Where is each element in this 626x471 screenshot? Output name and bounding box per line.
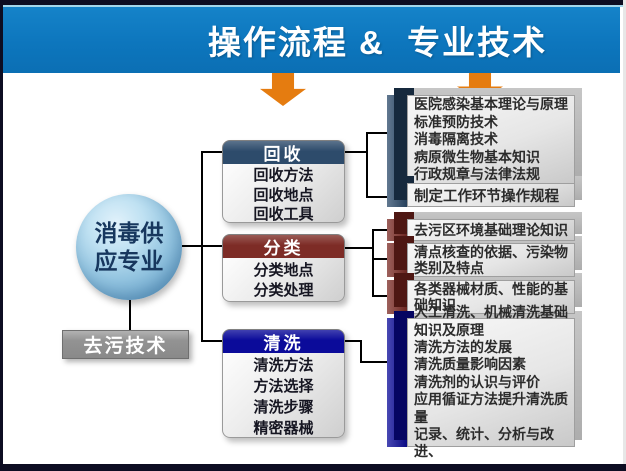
slide-title: 操作流程 & 专业技术	[207, 24, 548, 61]
knowledge-box-text: 去污区环境基础理论知识	[407, 219, 575, 241]
decontamination-box: 去污技术	[62, 330, 189, 359]
knowledge-box-text: 医院感染基本理论与原理 标准预防技术 消毒隔离技术 病原微生物基本知识 行政规章…	[407, 95, 575, 185]
knowledge-box-bar	[387, 176, 414, 207]
slide-top-border	[0, 0, 626, 5]
slide-bottom-border	[0, 464, 626, 471]
root-node-label: 消毒供应专业	[94, 220, 164, 274]
connector-line	[201, 151, 222, 153]
category-header: 回收	[222, 140, 345, 164]
knowledge-box: 去污区环境基础理论知识	[387, 212, 582, 241]
connector-line	[372, 229, 374, 297]
connector-line	[366, 196, 389, 198]
slide-left-border	[0, 0, 3, 471]
connector-line	[345, 151, 368, 153]
decontamination-label: 去污技术	[83, 336, 168, 357]
connector-line	[201, 245, 222, 247]
category-box-recycle: 回收 回收方法 回收地点 回收工具	[222, 140, 345, 223]
connector-line	[366, 132, 389, 134]
knowledge-box: 人工清洗、机械清洗基础知识及原理 清洗方法的发展 清洗质量影响因素 清洗剂的认识…	[387, 304, 582, 459]
category-header: 清洗	[222, 329, 345, 353]
knowledge-box-bar	[387, 311, 414, 447]
knowledge-box-bar	[387, 236, 414, 277]
knowledge-box-bar	[387, 273, 414, 314]
knowledge-box-text: 各类器械材质、性能的基础知识	[407, 280, 575, 314]
category-header: 分类	[222, 234, 345, 258]
knowledge-box-text: 清点核查的依据、污染物类别及特点	[407, 243, 575, 277]
slide-right-border	[623, 0, 626, 471]
category-items: 回收方法 回收地点 回收工具	[222, 164, 345, 223]
connector-line	[360, 361, 389, 363]
knowledge-box: 各类器械材质、性能的基础知识	[387, 273, 582, 314]
connector-line	[201, 340, 222, 342]
knowledge-box-text: 制定工作环节操作规程	[407, 183, 575, 207]
category-box-sort: 分类 分类地点 分类处理	[222, 234, 345, 302]
connector-line	[372, 229, 389, 231]
knowledge-box-text: 人工清洗、机械清洗基础知识及原理 清洗方法的发展 清洗质量影响因素 清洗剂的认识…	[407, 304, 575, 459]
category-items: 清洗方法 方法选择 清洗步骤 精密器械	[222, 353, 345, 438]
connector-line	[372, 258, 389, 260]
category-box-clean: 清洗 清洗方法 方法选择 清洗步骤 精密器械	[222, 329, 345, 438]
category-items: 分类地点 分类处理	[222, 258, 345, 302]
connector-line	[182, 245, 202, 247]
down-arrow-icon	[260, 73, 306, 106]
connector-line	[345, 247, 374, 249]
connector-line	[360, 340, 362, 363]
knowledge-box: 清点核查的依据、污染物类别及特点	[387, 236, 582, 277]
connector-line	[345, 340, 362, 342]
slide-top-accent-line	[0, 5, 626, 7]
knowledge-box: 制定工作环节操作规程	[387, 176, 582, 207]
connector-line	[366, 132, 368, 198]
root-node-sphere: 消毒供应专业	[76, 194, 182, 300]
connector-line	[129, 300, 131, 330]
knowledge-box-bar	[387, 88, 414, 185]
knowledge-box: 医院感染基本理论与原理 标准预防技术 消毒隔离技术 病原微生物基本知识 行政规章…	[387, 88, 582, 185]
connector-line	[372, 295, 389, 297]
title-banner: 操作流程 & 专业技术	[3, 7, 620, 73]
